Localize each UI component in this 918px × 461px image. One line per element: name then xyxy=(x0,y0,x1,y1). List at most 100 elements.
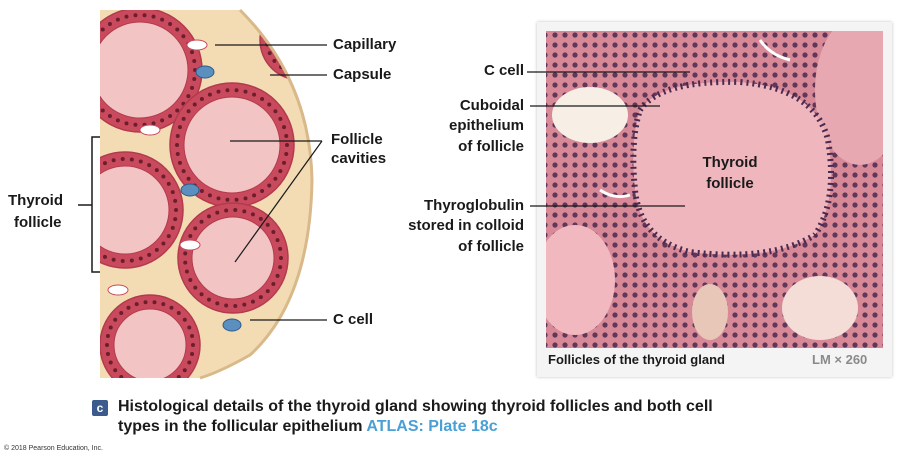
cell-nucleus xyxy=(105,334,110,339)
cell-nucleus xyxy=(72,213,76,217)
label-follicle-cavities-2: cavities xyxy=(331,150,387,167)
cell-nucleus xyxy=(160,17,165,22)
cell-nucleus xyxy=(225,88,230,93)
cell-nucleus xyxy=(278,11,283,16)
cell-nucleus xyxy=(86,86,90,90)
cell-nucleus xyxy=(108,325,113,330)
cell-nucleus xyxy=(190,351,195,356)
cell-nucleus xyxy=(166,234,171,239)
cell-nucleus xyxy=(151,14,156,19)
cell-nucleus xyxy=(252,193,257,198)
cell-nucleus xyxy=(234,197,239,202)
cell-nucleus xyxy=(304,70,309,75)
cell-nucleus xyxy=(267,24,272,29)
cell-nucleus xyxy=(161,302,166,307)
cell-nucleus xyxy=(207,92,212,97)
cell-nucleus xyxy=(100,108,105,113)
label-thyroglobulin-3: of follicle xyxy=(458,238,524,255)
cell-nucleus xyxy=(243,89,248,94)
cell-nucleus xyxy=(272,58,277,63)
cell-nucleus xyxy=(147,163,152,168)
figure-caption-line2: types in the follicular epithelium xyxy=(118,418,367,435)
follicle-cavities-leader-2 xyxy=(234,140,323,263)
capsule-outline xyxy=(199,8,314,380)
cell-nucleus xyxy=(278,246,283,251)
capillary xyxy=(186,39,208,51)
cell-nucleus xyxy=(169,305,174,310)
cell-nucleus xyxy=(173,217,178,222)
cell-nucleus xyxy=(88,171,92,175)
cell-nucleus xyxy=(124,121,129,126)
cell-nucleus xyxy=(175,108,180,113)
copyright-notice: © 2018 Pearson Education, Inc. xyxy=(4,445,103,452)
cell-nucleus xyxy=(273,176,278,181)
cell-nucleus xyxy=(282,160,287,165)
cell-nucleus xyxy=(271,281,276,286)
cell-nucleus xyxy=(129,258,134,263)
cell-nucleus xyxy=(129,157,134,162)
cell-nucleus xyxy=(176,374,181,378)
cell-nucleus xyxy=(313,9,317,13)
label-cuboidal-1: Cuboidal xyxy=(459,97,524,114)
cell-nucleus xyxy=(275,238,280,243)
cell-nucleus xyxy=(105,343,109,347)
cell-nucleus xyxy=(134,302,139,307)
cell-nucleus xyxy=(284,152,289,157)
follicle-cavity xyxy=(273,13,312,67)
cell-nucleus xyxy=(265,289,270,294)
cell-nucleus xyxy=(107,114,112,119)
cell-nucleus xyxy=(182,317,187,322)
cell-nucleus xyxy=(95,165,99,169)
atlas-link[interactable]: ATLAS: Plate 18c xyxy=(366,418,498,435)
cell-nucleus xyxy=(183,260,188,265)
cell-nucleus xyxy=(154,247,159,252)
capillary xyxy=(139,124,161,136)
cell-nucleus xyxy=(265,33,270,38)
cell-nucleus xyxy=(284,133,289,138)
cell-nucleus xyxy=(265,222,270,227)
label-thyroid-follicle-1: Thyroid xyxy=(8,192,63,209)
cell-nucleus xyxy=(174,208,178,212)
cell-nucleus xyxy=(193,226,198,231)
label-photo-follicle-2: follicle xyxy=(706,175,754,192)
cell-nucleus xyxy=(154,168,159,173)
cell-nucleus xyxy=(72,203,76,207)
cell-nucleus xyxy=(207,297,211,302)
cell-nucleus xyxy=(181,116,186,121)
figure-letter-badge: c xyxy=(92,400,108,416)
cell-nucleus xyxy=(313,67,317,71)
cell-nucleus xyxy=(102,161,107,166)
cell-nucleus xyxy=(199,96,204,101)
cell-nucleus xyxy=(175,152,180,157)
cell-nucleus xyxy=(186,176,191,181)
cell-nucleus xyxy=(190,334,195,339)
cell-nucleus xyxy=(151,121,156,126)
cell-nucleus xyxy=(181,34,186,39)
cell-nucleus xyxy=(184,269,189,274)
label-thyroid-follicle-2: follicle xyxy=(14,214,62,231)
cell-nucleus xyxy=(95,102,99,106)
cell-nucleus xyxy=(224,303,229,308)
cell-nucleus xyxy=(275,273,280,278)
cell-nucleus xyxy=(233,208,238,213)
cell-nucleus xyxy=(186,109,191,114)
cell-nucleus xyxy=(124,14,129,19)
cell-nucleus xyxy=(260,96,265,101)
cell-nucleus xyxy=(152,300,157,305)
cell-nucleus xyxy=(326,55,330,59)
cell-nucleus xyxy=(120,258,125,263)
cell-nucleus xyxy=(260,189,265,194)
cell-nucleus xyxy=(168,114,173,119)
cell-nucleus xyxy=(186,94,191,99)
cell-nucleus xyxy=(243,196,248,201)
cell-nucleus xyxy=(95,251,99,255)
cell-nucleus xyxy=(86,50,90,54)
cell-nucleus xyxy=(133,13,138,18)
cell-nucleus xyxy=(107,21,112,26)
cell-nucleus xyxy=(207,214,211,219)
cell-nucleus xyxy=(207,193,212,198)
label-cuboidal-2: epithelium xyxy=(448,117,524,134)
cell-nucleus xyxy=(278,265,283,270)
cell-nucleus xyxy=(267,102,272,107)
